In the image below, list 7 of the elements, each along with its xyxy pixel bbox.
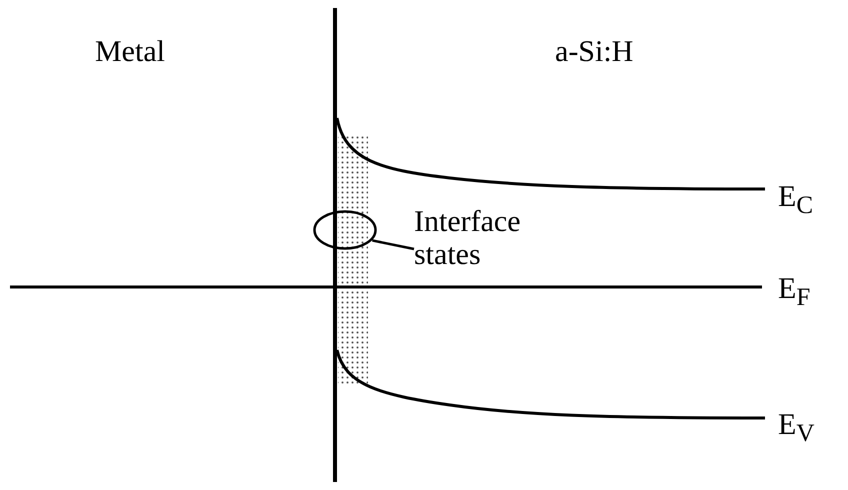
energy-level-label: E$_{F}$: [778, 272, 810, 312]
energy-level-label: E$_{V}$: [778, 408, 814, 448]
leader-line: [372, 239, 414, 250]
region-label: Metal: [95, 35, 165, 68]
energy-level-label: E$_{C}$: [778, 180, 814, 220]
callout-text: Interface states: [414, 205, 522, 271]
region-label: a-Si:H: [555, 35, 634, 68]
